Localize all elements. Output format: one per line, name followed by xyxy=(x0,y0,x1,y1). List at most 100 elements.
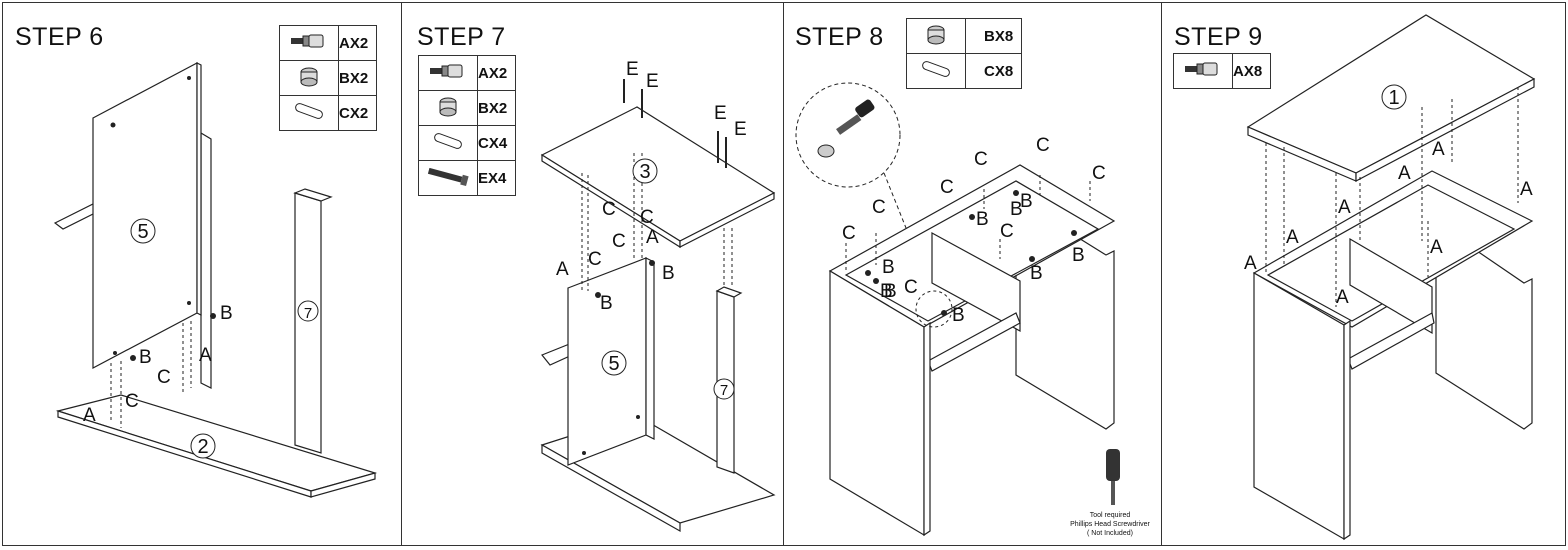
hardware-label: B xyxy=(976,209,989,230)
hardware-label: B xyxy=(1020,191,1033,212)
hardware-label: C xyxy=(640,207,654,228)
hardware-label: A xyxy=(83,405,96,426)
hardware-label: C xyxy=(940,177,954,198)
step-title: STEP 7 xyxy=(417,23,506,51)
dowel-icon xyxy=(279,95,339,131)
hardware-row: BX8 xyxy=(906,18,1023,54)
hardware-label: E xyxy=(734,119,747,140)
hardware-row: CX4 xyxy=(418,125,517,161)
hardware-qty: EX4 xyxy=(476,160,517,196)
hardware-label: A xyxy=(1430,237,1443,258)
hardware-qty: AX2 xyxy=(337,25,378,61)
shelf-edge xyxy=(53,202,96,230)
hardware-qty: BX2 xyxy=(476,90,517,126)
step-title: STEP 6 xyxy=(15,23,104,51)
hardware-row: CX8 xyxy=(906,53,1023,89)
tool-note-line: Phillips Head Screwdriver xyxy=(1070,521,1150,528)
hardware-label: C xyxy=(1036,135,1050,156)
hardware-row: AX2 xyxy=(279,25,378,61)
hardware-qty: AX2 xyxy=(476,55,517,91)
step-6-panel: STEP 6 AX2 BX2 CX2 xyxy=(2,2,402,546)
hardware-row: AX8 xyxy=(1173,53,1272,89)
hardware-label: B xyxy=(882,257,895,278)
cam-bolt-icon xyxy=(1173,53,1233,89)
hardware-label: E xyxy=(714,103,727,124)
hardware-label: A xyxy=(556,259,569,280)
hardware-label: A xyxy=(199,345,212,366)
hardware-label: A xyxy=(1244,253,1257,274)
hardware-label: A xyxy=(1338,197,1351,218)
hardware-label: E xyxy=(646,71,659,92)
step-9-panel: STEP 9 AX8 xyxy=(1161,2,1566,546)
hardware-label: A xyxy=(1432,139,1445,160)
hardware-label: C xyxy=(1000,221,1014,242)
step-8-diagram: C C C C C C B B B B B C B B B C B xyxy=(795,82,1120,537)
hardware-table: AX2 BX2 CX4 EX4 xyxy=(418,55,517,196)
part-number: 7 xyxy=(720,382,728,399)
step-title: STEP 9 xyxy=(1174,23,1263,51)
hardware-label: B xyxy=(884,281,897,302)
hardware-table: AX2 BX2 CX2 xyxy=(279,25,378,131)
hardware-label: B xyxy=(139,347,152,368)
hardware-qty: BX2 xyxy=(337,60,378,96)
hardware-label: A xyxy=(1286,227,1299,248)
part-number: 7 xyxy=(304,305,312,322)
cam-lock-icon xyxy=(906,18,966,54)
step-7-diagram: 3 5 7 E E E E C C C A A C B B xyxy=(540,59,776,533)
hardware-label: C xyxy=(904,277,918,298)
step-8-panel: STEP 8 BX8 CX8 xyxy=(783,2,1162,546)
hardware-label: C xyxy=(842,223,856,244)
hardware-row: AX2 xyxy=(418,55,517,91)
hardware-label: A xyxy=(1398,163,1411,184)
hardware-table: AX8 xyxy=(1173,53,1272,89)
hardware-label: A xyxy=(646,227,659,248)
hardware-label: B xyxy=(600,293,613,314)
hardware-label: B xyxy=(952,305,965,326)
hardware-label: C xyxy=(612,231,626,252)
step-9-diagram: 1 A A A A A A A A xyxy=(1244,14,1536,541)
hardware-label: C xyxy=(157,367,171,388)
hardware-label: C xyxy=(125,391,139,412)
hardware-label: A xyxy=(1520,179,1533,200)
hardware-label: B xyxy=(880,281,893,302)
hardware-row: BX2 xyxy=(279,60,378,96)
cam-lock-icon xyxy=(418,90,478,126)
dowel-icon xyxy=(418,125,478,161)
hardware-label: B xyxy=(1010,199,1023,220)
tool-note-line: Tool required xyxy=(1089,512,1131,519)
tool-note: Tool required Phillips Head Screwdriver … xyxy=(1060,511,1160,538)
hardware-row: CX2 xyxy=(279,95,378,131)
step-7-panel: STEP 7 AX2 BX2 CX4 EX4 xyxy=(401,2,784,546)
part-number: 2 xyxy=(197,436,208,458)
hardware-qty: CX2 xyxy=(337,95,378,131)
panel-7 xyxy=(294,192,322,454)
dowel-icon xyxy=(906,53,966,89)
part-number: 3 xyxy=(639,161,650,183)
hardware-label: C xyxy=(872,197,886,218)
step-6-diagram: 5 2 7 B B A C A C xyxy=(53,62,378,498)
hardware-qty: CX8 xyxy=(964,53,1023,89)
tool-note-line: ( Not Included) xyxy=(1087,530,1133,537)
hardware-label: B xyxy=(220,303,233,324)
hardware-label: B xyxy=(662,263,675,284)
cam-bolt-icon xyxy=(418,55,478,91)
panel-5 xyxy=(92,62,198,369)
hardware-label: C xyxy=(602,199,616,220)
panel-2 xyxy=(55,394,378,492)
hardware-label: C xyxy=(1092,163,1106,184)
hardware-label: C xyxy=(974,149,988,170)
hardware-label: C xyxy=(588,249,602,270)
detail-callout xyxy=(795,82,901,188)
screwdriver-icon xyxy=(817,99,875,158)
hardware-label: E xyxy=(626,59,639,80)
hardware-qty: CX4 xyxy=(476,125,517,161)
screwdriver-tool-icon xyxy=(1106,449,1120,505)
hardware-row: BX2 xyxy=(418,90,517,126)
part-number: 1 xyxy=(1388,87,1399,109)
part-number: 5 xyxy=(608,353,619,375)
hardware-row: EX4 xyxy=(418,160,517,196)
hardware-label: A xyxy=(1336,287,1349,308)
hardware-label: B xyxy=(1072,245,1085,266)
cam-bolt-icon xyxy=(279,25,339,61)
